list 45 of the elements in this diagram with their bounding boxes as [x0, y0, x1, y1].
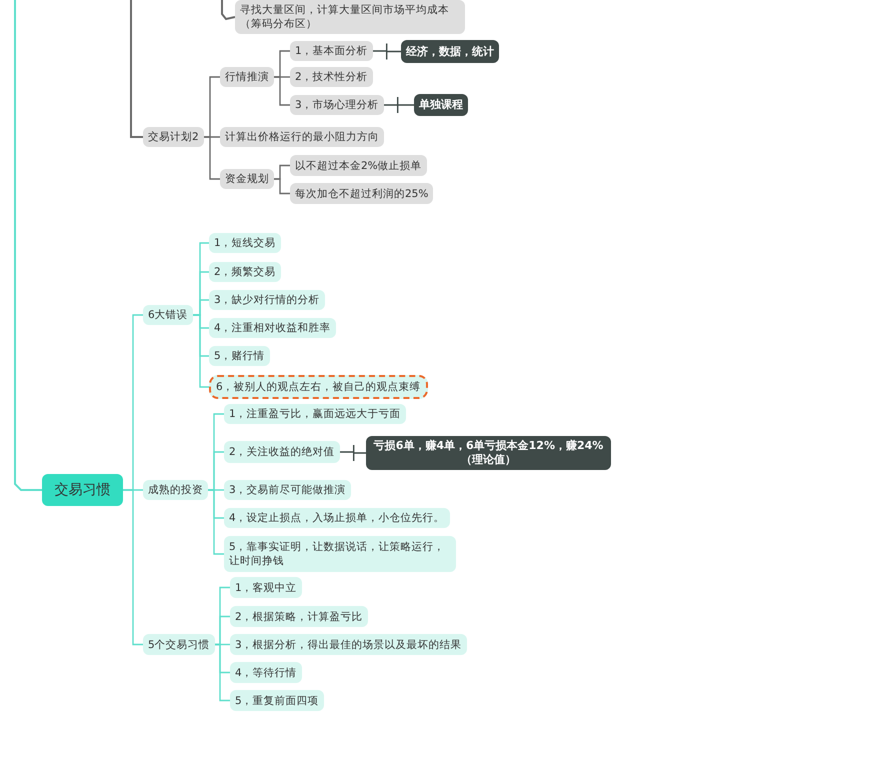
central-topic-box: 交易习惯: [42, 474, 123, 506]
topic-box: 4，等待行情: [230, 662, 302, 683]
branch-line: [221, 0, 236, 20]
topic-box: 2，根据策略，计算盈亏比: [230, 606, 368, 627]
topic-box: 3，市场心理分析: [290, 95, 384, 115]
topic-box: 以不超过本金2%做止损单: [290, 155, 427, 176]
topic-box: 5，重复前面四项: [230, 690, 324, 711]
topic-box: 计算出价格运行的最小阻力方向: [220, 127, 384, 147]
branch-line: [214, 644, 230, 702]
callout-bracket: [383, 96, 415, 114]
topic-box: 资金规划: [220, 169, 274, 189]
topic-box: 3，根据分析，得出最佳的场景以及最坏的结果: [230, 634, 467, 655]
topic-box: 交易计划2: [143, 127, 204, 147]
branch-line: [192, 314, 209, 388]
branch-line: [14, 0, 42, 491]
topic-box: 1，注重盈亏比，赢面远远大于亏面: [224, 404, 406, 424]
topic-box: 行情推演: [220, 67, 274, 87]
branch-line: [130, 0, 143, 138]
topic-box: 6大错误: [143, 305, 193, 325]
topic-box: 5，赌行情: [209, 346, 270, 366]
note-box: 单独课程: [414, 94, 468, 116]
branch-line: [204, 136, 220, 180]
branch-line: [274, 178, 290, 194]
topic-box: 2，频繁交易: [209, 262, 281, 282]
topic-box: 1，短线交易: [209, 233, 281, 253]
callout-bracket: [372, 42, 402, 60]
topic-box: 1，客观中立: [230, 577, 302, 598]
branch-line: [208, 489, 224, 555]
topic-box: 1，基本面分析: [290, 41, 373, 61]
topic-box: 3，缺少对行情的分析: [209, 290, 325, 310]
topic-box: 2，关注收益的绝对值: [224, 441, 340, 463]
branch-line: [274, 76, 290, 106]
topic-box: 5个交易习惯: [143, 634, 215, 655]
topic-box: 4，设定止损点，入场止损单，小仓位先行。: [224, 508, 450, 528]
topic-box: 每次加仓不超过利润的25%: [290, 183, 434, 204]
topic-box: 3，交易前尽可能做推演: [224, 480, 351, 500]
topic-box: 成熟的投资: [143, 480, 208, 500]
highlighted-topic-box: 6，被别人的观点左右，被自己的观点束缚: [209, 375, 428, 399]
note-box: 亏损6单，赚4单，6单亏损本金12%，赚24%（理论值）: [366, 436, 611, 470]
branch-line: [123, 489, 143, 646]
topic-box: 寻找大量区间，计算大量区间市场平均成本（筹码分布区）: [235, 0, 465, 34]
topic-box: 4，注重相对收益和胜率: [209, 318, 336, 338]
note-box: 经济，数据，统计: [401, 40, 499, 63]
topic-box: 2，技术性分析: [290, 67, 373, 87]
topic-box: 5，靠事实证明，让数据说话，让策略运行，让时间挣钱: [224, 536, 456, 572]
